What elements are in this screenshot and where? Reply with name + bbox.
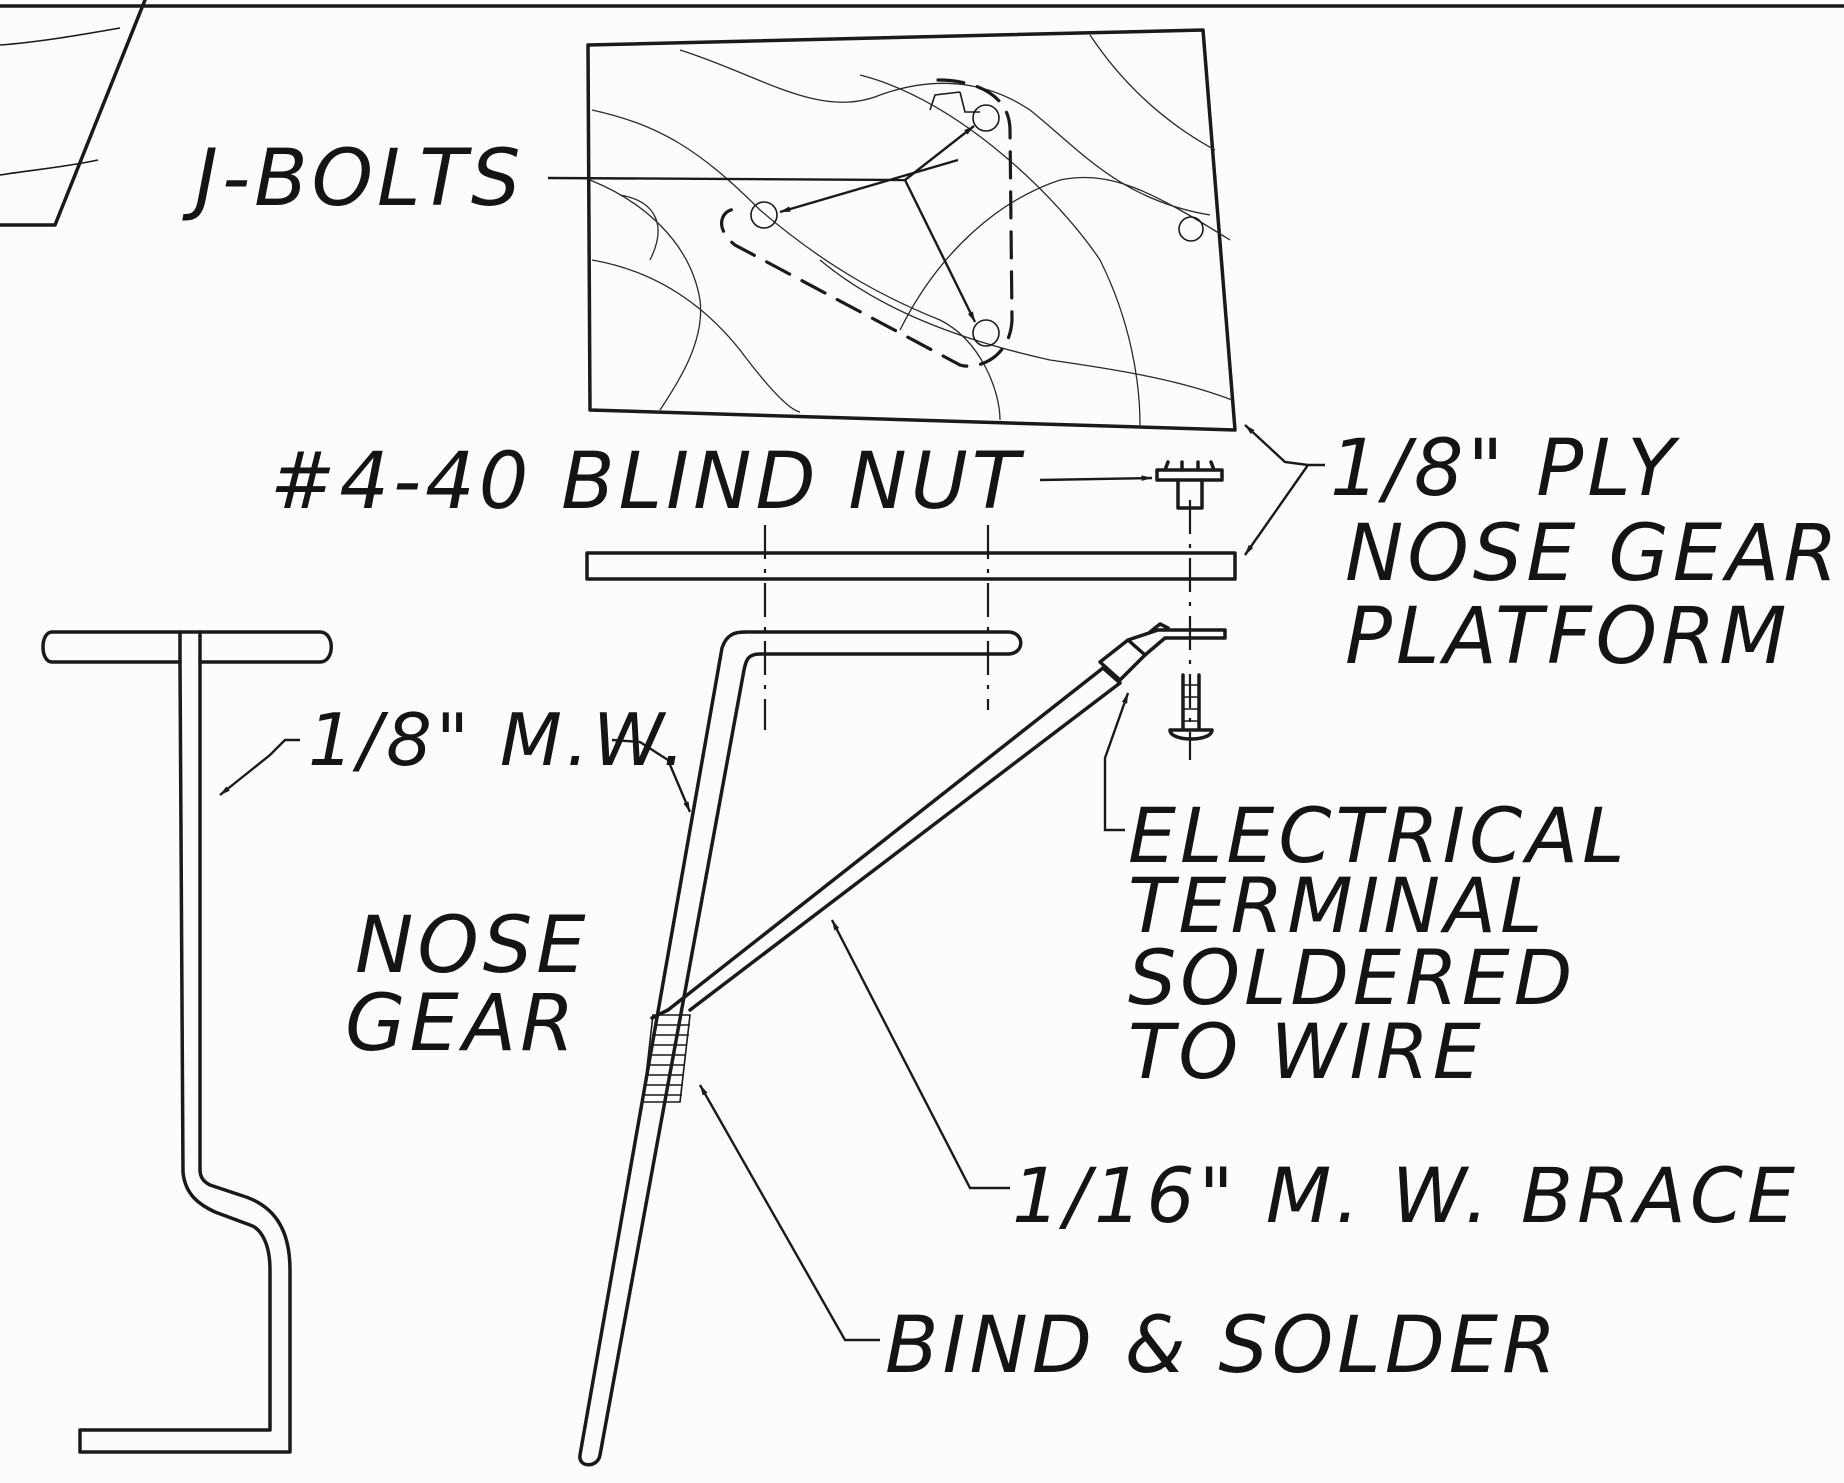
- blind-nut: [1039, 460, 1224, 510]
- lower-leaders: [219, 692, 1130, 1342]
- nose-gear-wire-side: [41, 630, 333, 1454]
- j-bolt-hole-left: [750, 201, 778, 229]
- screw: [1168, 673, 1214, 741]
- j-bolt-layout: [720, 78, 1204, 368]
- nose-gear-wire-front: [578, 630, 1023, 1467]
- label-wire-18: 1/8" M.W.: [308, 698, 689, 782]
- label-terminal-line2: TERMINAL: [1128, 861, 1546, 950]
- label-bind-solder: BIND & SOLDER: [885, 1301, 1560, 1391]
- fuselage-fragment: [0, 0, 1844, 227]
- label-brace: 1/16" M. W. BRACE: [1012, 1151, 1799, 1240]
- blind-nut-hole: [1178, 216, 1204, 242]
- label-terminal-line1: ELECTRICAL: [1128, 791, 1629, 880]
- j-bolts-leaders: [547, 125, 977, 323]
- ply-platform-top-view: [586, 28, 1237, 432]
- label-terminal-line4: TO WIRE: [1128, 1007, 1485, 1096]
- j-bolt-hole-upper: [972, 104, 1000, 132]
- label-j-bolts: J-BOLTS: [182, 134, 524, 224]
- j-bolt-hole-lower: [972, 319, 1000, 347]
- brace-wire: [650, 666, 1122, 1020]
- label-nose-line2: GEAR: [345, 979, 578, 1069]
- label-ply-line2: NOSE GEAR: [1345, 509, 1842, 599]
- label-blind-nut: #4-40 BLIND NUT: [270, 437, 1025, 527]
- label-ply-line1: 1/8" PLY: [1330, 424, 1680, 514]
- solder-binding: [642, 1014, 691, 1103]
- label-nose-line1: NOSE: [355, 901, 590, 991]
- label-ply-line3: PLATFORM: [1345, 592, 1791, 682]
- electrical-terminal: [1098, 622, 1227, 682]
- ply-leaders: [1244, 424, 1325, 556]
- labels: J-BOLTS #4-40 BLIND NUT 1/8" PLY NOSE GE…: [182, 134, 1842, 1391]
- label-terminal-line3: SOLDERED: [1128, 933, 1576, 1022]
